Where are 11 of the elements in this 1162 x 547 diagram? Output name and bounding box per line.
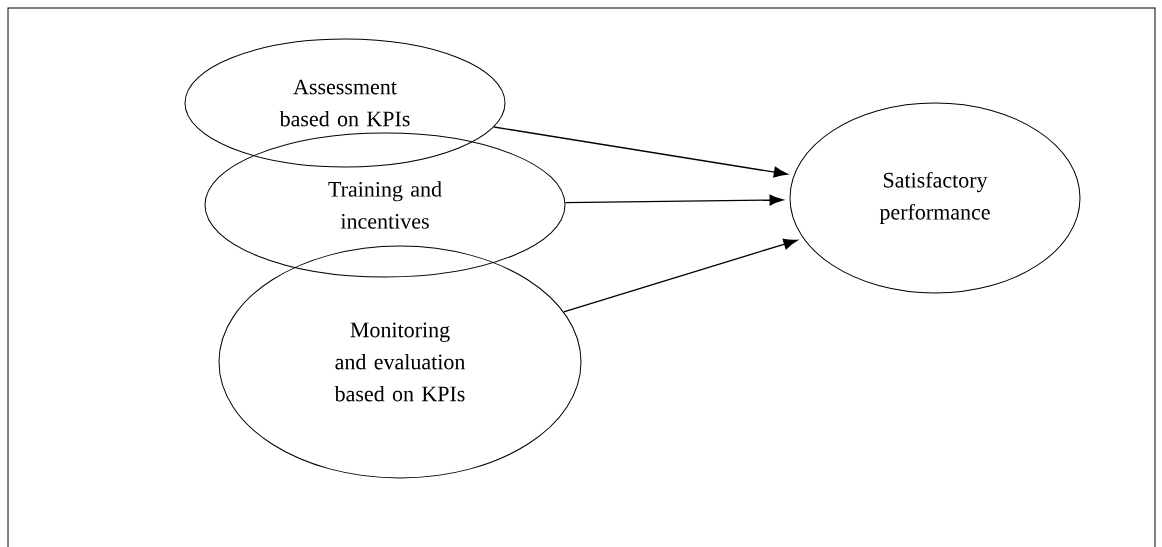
arrow xyxy=(493,126,788,178)
arrow xyxy=(563,238,798,313)
factor-ellipse xyxy=(218,245,582,479)
node-text: Training and incentives xyxy=(328,181,442,229)
factor-ellipse xyxy=(204,132,566,278)
node-text: Satisfactory performance xyxy=(879,171,990,225)
factor-ellipse xyxy=(184,38,506,168)
node-text: Monitoring and evaluation based on KPIs xyxy=(334,322,466,402)
node-text: Assessment based on KPIs xyxy=(279,79,410,127)
arrow xyxy=(564,194,784,206)
factor-ellipse xyxy=(789,102,1081,294)
